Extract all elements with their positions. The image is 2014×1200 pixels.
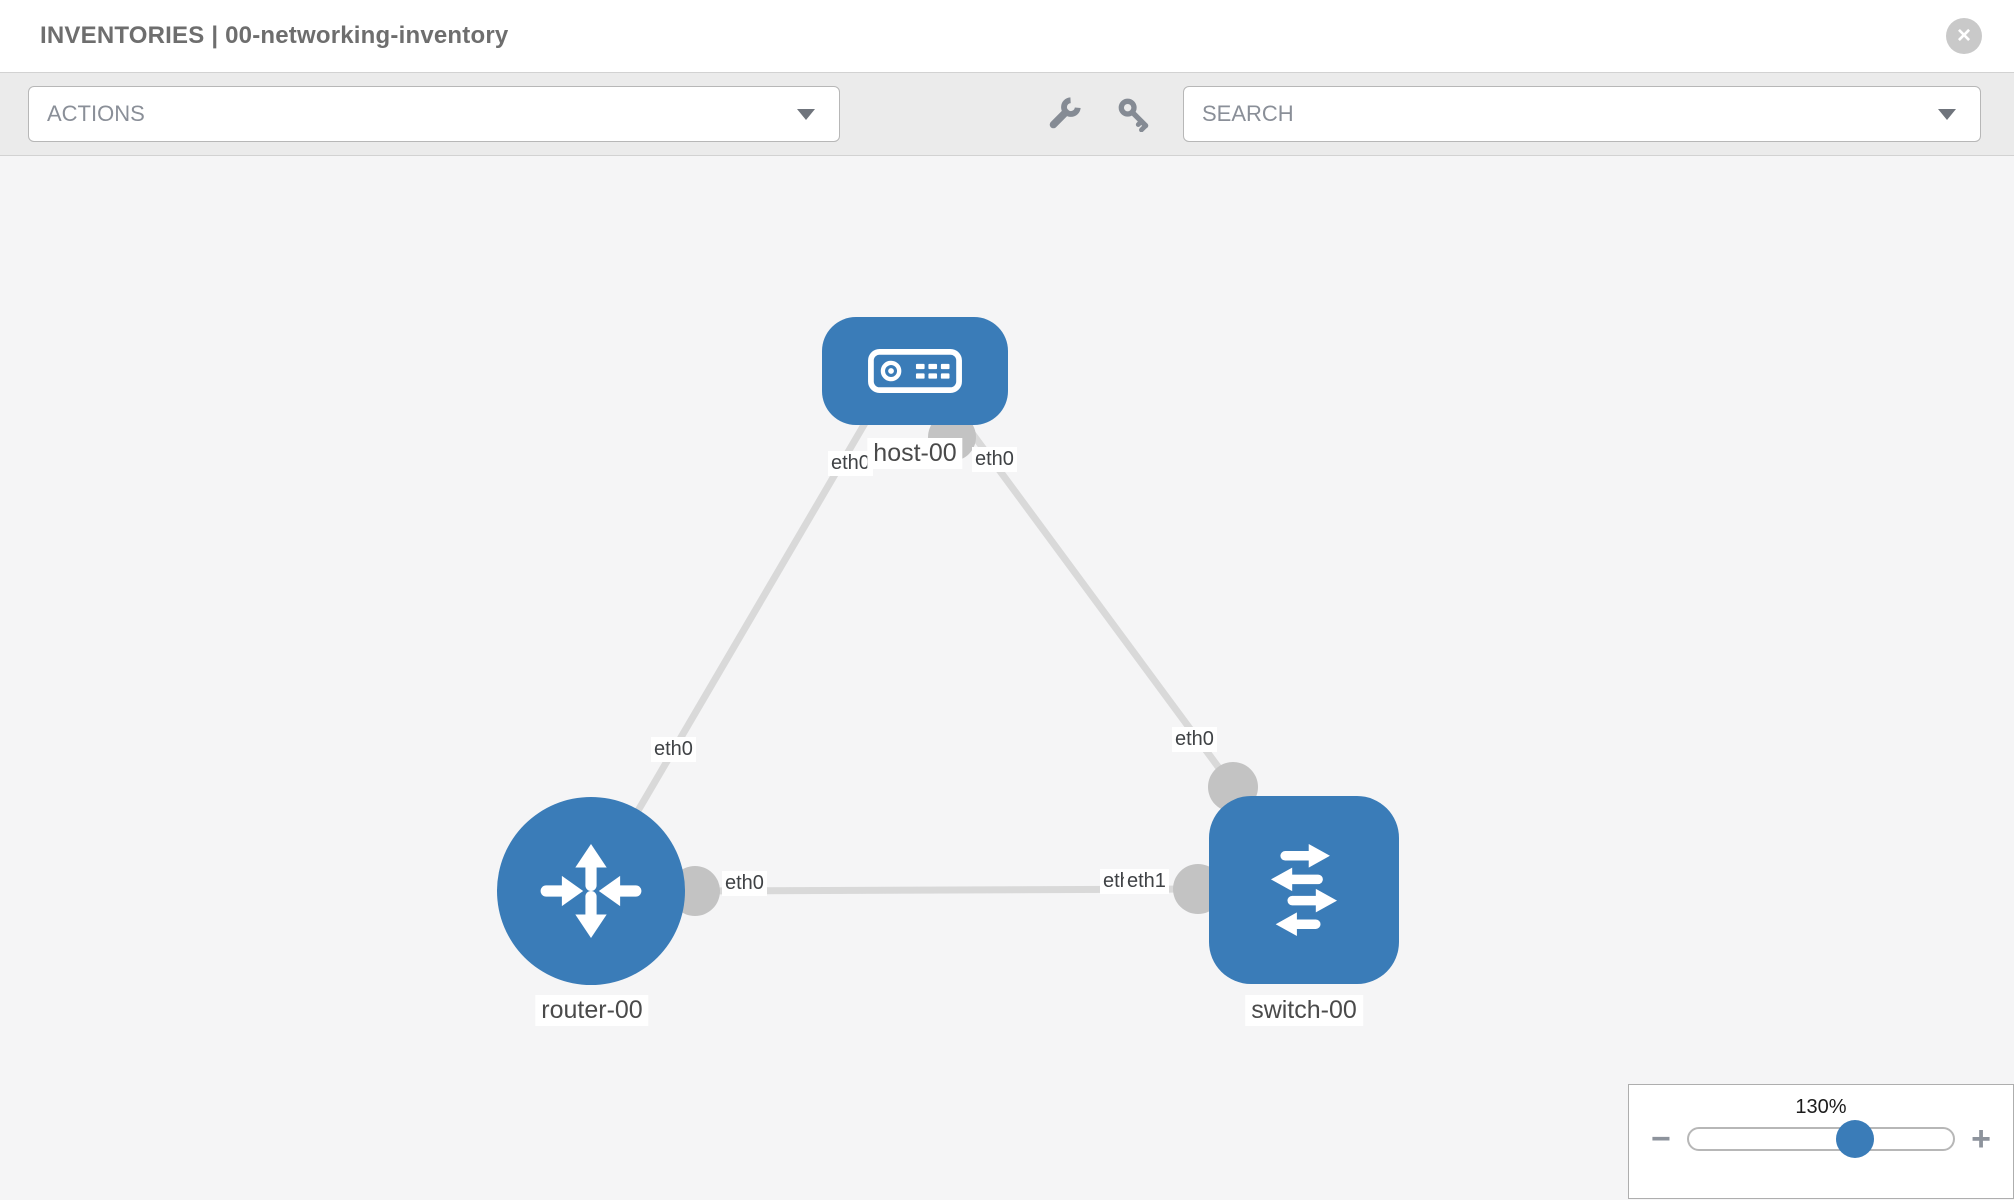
key-icon [1118, 98, 1149, 133]
search-dropdown[interactable]: SEARCH [1183, 86, 1981, 142]
router-icon [540, 843, 642, 939]
host-icon [868, 348, 962, 394]
toolbar: ACTIONS SEARCH [0, 72, 2014, 156]
node-label-switch-00: switch-00 [1245, 995, 1363, 1026]
interface-label-router-eth0-to-switch: eth0 [722, 871, 767, 896]
actions-dropdown-label: ACTIONS [47, 101, 145, 126]
zoom-slider-thumb[interactable] [1836, 1120, 1875, 1158]
key-button[interactable] [1116, 96, 1152, 133]
node-router-00[interactable] [497, 797, 685, 985]
close-icon: × [1956, 22, 1971, 49]
caret-down-icon [797, 108, 815, 120]
zoom-panel: 130% − + [1628, 1084, 2014, 1199]
node-host-00[interactable] [822, 317, 1008, 425]
links [587, 403, 1236, 895]
interface-label-switch-eth0-to-host: eth0 [1172, 727, 1217, 752]
wrench-icon [1049, 97, 1081, 129]
node-label-router-00: router-00 [535, 995, 649, 1026]
topology-canvas[interactable]: host-00 router-00 switch-00 eth0 eth0 et… [0, 156, 2014, 1199]
topology-links-layer [587, 403, 1258, 916]
zoom-controls: − + [1629, 1120, 2013, 1158]
interface-label-host-eth0-to-switch: eth0 [972, 447, 1017, 472]
actions-dropdown[interactable]: ACTIONS [28, 86, 840, 142]
interface-label-host-eth0-to-router: eth0 [828, 451, 873, 476]
interface-label-switch-eth1-to-router: eth1 [1124, 869, 1169, 894]
node-label-host-00: host-00 [867, 438, 963, 469]
close-button[interactable]: × [1946, 18, 1982, 54]
tools-button[interactable] [1046, 96, 1082, 132]
interface-label-router-eth0-to-host: eth0 [651, 737, 696, 762]
page-title: INVENTORIES | 00-networking-inventory [40, 22, 509, 49]
switch-icon [1270, 843, 1338, 937]
search-placeholder: SEARCH [1202, 101, 1294, 126]
caret-down-icon [1938, 108, 1956, 120]
modal-header: INVENTORIES | 00-networking-inventory × [0, 0, 2014, 72]
zoom-in-button[interactable]: + [1971, 1120, 1991, 1158]
link-endpoints [670, 413, 1258, 916]
node-switch-00[interactable] [1209, 796, 1399, 984]
zoom-out-button[interactable]: − [1651, 1120, 1671, 1158]
toolbar-tools [1046, 73, 1152, 155]
zoom-slider[interactable] [1686, 1120, 1956, 1158]
zoom-level: 130% [1795, 1096, 1847, 1118]
